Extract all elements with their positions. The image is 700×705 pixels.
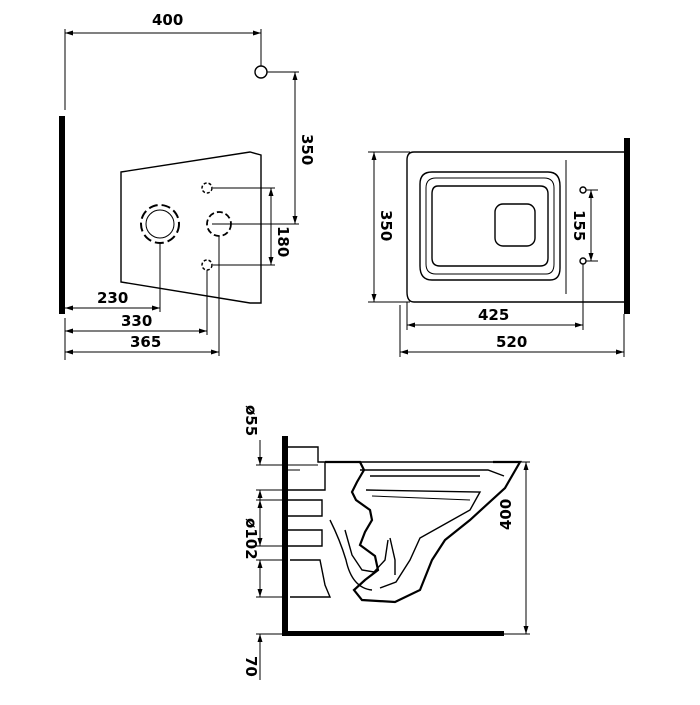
- dim-350-right: 350: [377, 210, 395, 241]
- dim-400-height: 400: [497, 499, 515, 530]
- dim-365: 365: [130, 333, 161, 351]
- top-view-outline: [406, 151, 624, 303]
- wall-right: [624, 138, 630, 314]
- dim-70: 70: [242, 656, 260, 677]
- front-view: 400 350 180 230 330 365: [59, 11, 316, 360]
- wall-left: [59, 116, 65, 314]
- side-view-outline: [325, 460, 522, 604]
- dim-230: 230: [97, 289, 128, 307]
- top-view: 350 155 425 520: [368, 138, 630, 357]
- fixing-hole-top: [201, 182, 213, 194]
- fixing-hole-bottom: [201, 259, 213, 271]
- flush-opening: [494, 203, 536, 247]
- dim-155: 155: [570, 210, 588, 241]
- seat-hole-top: [579, 186, 587, 194]
- wall-side: [282, 436, 288, 636]
- dim-350-left: 350: [298, 134, 316, 165]
- water-supply-circle: [254, 65, 268, 79]
- dim-400-top: 400: [152, 11, 183, 29]
- dim-520: 520: [496, 333, 527, 351]
- dim-dia-55: ø55: [242, 405, 260, 436]
- floor-line: [282, 631, 504, 636]
- inlet-circle-inner: [145, 209, 175, 239]
- dim-180: 180: [274, 226, 292, 257]
- dim-dia-102: ø102: [242, 518, 260, 560]
- dim-425: 425: [478, 306, 509, 324]
- side-view: ø55 ø102 70 400: [242, 405, 530, 680]
- inlet-circle: [140, 204, 180, 244]
- dim-330: 330: [121, 312, 152, 330]
- front-view-outline: [120, 151, 262, 304]
- seat-hole-bottom: [579, 257, 587, 265]
